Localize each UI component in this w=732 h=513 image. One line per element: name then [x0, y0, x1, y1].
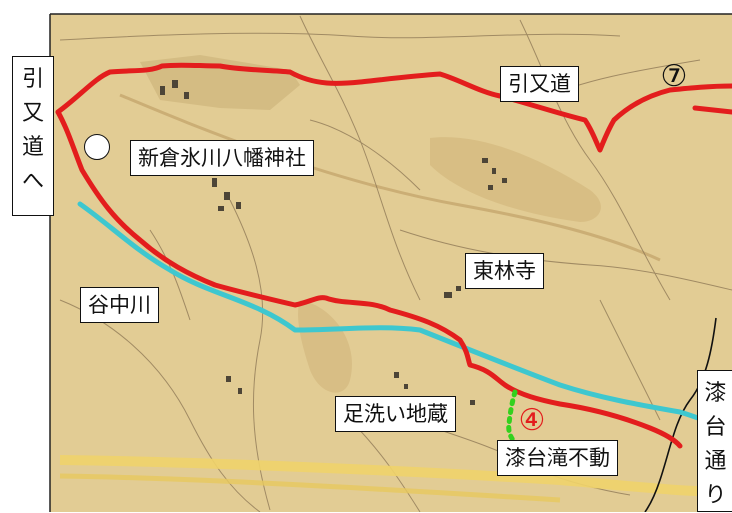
- label-hikimata-he-text: 引又道へ: [21, 67, 44, 194]
- label-ashiarai-jizo: 足洗い地蔵: [335, 396, 456, 432]
- label-ashiarai-jizo-text: 足洗い地蔵: [343, 402, 448, 426]
- marker-4: ④: [515, 404, 549, 438]
- label-shinkura-shrine: 新倉氷川八幡神社: [130, 140, 314, 176]
- red-route-north: [55, 62, 732, 153]
- marker-7: ⑦: [657, 60, 691, 94]
- green-trail: [506, 389, 518, 443]
- label-shitsudai-dori-text: 漆台通り: [704, 381, 727, 508]
- label-shitsudai-fudo-text: 漆台滝不動: [505, 446, 610, 470]
- marker-4-label: ④: [518, 403, 546, 438]
- label-tourinji-text: 東林寺: [473, 259, 536, 283]
- label-yanaka-river: 谷中川: [80, 287, 159, 323]
- marker-1-circle: [84, 134, 110, 160]
- label-shinkura-shrine-text: 新倉氷川八幡神社: [138, 146, 306, 170]
- label-shitsudai-fudo: 漆台滝不動: [497, 440, 618, 476]
- label-yanaka-river-text: 谷中川: [88, 293, 151, 317]
- label-hikimata-road: 引又道: [500, 66, 579, 102]
- red-route-south: [55, 109, 683, 449]
- label-tourinji: 東林寺: [465, 253, 544, 289]
- river-line: [77, 201, 732, 433]
- label-shitsudai-dori: 漆台通り: [697, 370, 732, 512]
- label-hikimata-he: 引又道へ: [12, 56, 54, 216]
- label-hikimata-road-text: 引又道: [508, 72, 571, 96]
- marker-7-label: ⑦: [660, 59, 688, 94]
